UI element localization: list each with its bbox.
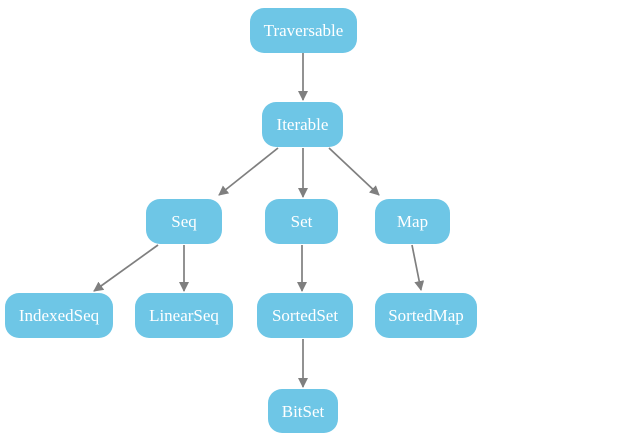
edge-iterable-seq bbox=[218, 147, 279, 196]
node-sortedset: SortedSet bbox=[257, 293, 353, 338]
edge-seq-indexedseq bbox=[93, 244, 159, 292]
node-map: Map bbox=[375, 199, 450, 244]
edge-map-sortedmap bbox=[411, 244, 425, 291]
node-sortedmap: SortedMap bbox=[375, 293, 477, 338]
edge-iterable-map bbox=[328, 147, 380, 196]
node-iterable: Iterable bbox=[262, 102, 343, 147]
node-seq: Seq bbox=[146, 199, 222, 244]
node-indexedseq: IndexedSeq bbox=[5, 293, 113, 338]
node-traversable: Traversable bbox=[250, 8, 357, 53]
node-set: Set bbox=[265, 199, 338, 244]
node-linearseq: LinearSeq bbox=[135, 293, 233, 338]
node-bitset: BitSet bbox=[268, 389, 338, 433]
